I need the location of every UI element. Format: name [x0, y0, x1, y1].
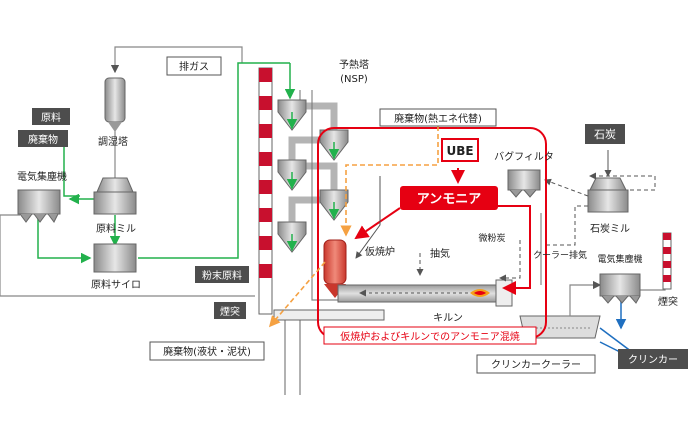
- kiln-hood: [495, 279, 513, 307]
- cofiring-caption: 仮焼炉およびキルンでのアンモニア混焼: [340, 330, 519, 343]
- waste-label: 廃棄物: [28, 133, 58, 146]
- meal-box: [195, 266, 249, 283]
- right-stack-icon: [662, 232, 672, 290]
- raw-silo-icon: [93, 243, 137, 273]
- waste-dashed-lines: [268, 126, 439, 328]
- raw-material-label: 原料: [41, 111, 61, 124]
- coal-box: [585, 124, 625, 144]
- extraction-label: 抽気: [430, 247, 450, 260]
- clinker-box: [618, 349, 688, 369]
- waste-fuel-box: [379, 108, 497, 127]
- waste-liquid-label: 廃棄物(液状・泥状): [163, 345, 251, 358]
- extraction-feed-line: [355, 176, 381, 259]
- exhaust-gas-label: 排ガス: [179, 60, 209, 73]
- clinker-cooler-label: クリンカークーラー: [491, 359, 581, 371]
- waste-box: [18, 130, 68, 147]
- ammonia-label: アンモニア: [417, 192, 481, 207]
- stack-right-label: 煙突: [658, 295, 678, 308]
- exhaust-gas-box: [166, 56, 222, 76]
- raw-material-box: [32, 108, 70, 125]
- green-flow-lines: [37, 62, 296, 264]
- bag-filter-icon: [507, 169, 541, 198]
- clinker-label: クリンカー: [628, 354, 678, 366]
- waste-fuel-label: 廃棄物(熱エネ代替): [394, 112, 482, 125]
- ube-box: [441, 138, 479, 162]
- preheater-abbr-label: (NSP): [340, 74, 368, 85]
- left-esp-icon: [17, 189, 61, 223]
- preheater-label: 予熱塔: [339, 58, 369, 71]
- preheater-tower: [273, 99, 385, 395]
- esp-left-label: 電気集塵機: [17, 170, 67, 183]
- bag-filter-label: バグフィルタ: [494, 150, 554, 163]
- coal-mill-label: 石炭ミル: [590, 223, 630, 235]
- kiln-label: キルン: [433, 313, 463, 324]
- coal-mill-icon: [587, 177, 629, 213]
- stack-left-label: 煙突: [220, 305, 240, 318]
- meal-label: 粉末原料: [202, 269, 242, 282]
- raw-silo-label: 原料サイロ: [91, 278, 141, 291]
- cofiring-caption-box: [323, 326, 537, 345]
- pulverized-coal-label: 微粉炭: [478, 232, 505, 244]
- clinker-cooler-box: [476, 354, 596, 374]
- conditioning-tower: [104, 77, 126, 132]
- conditioning-tower-label: 調湿塔: [98, 135, 128, 148]
- esp-right-label: 電気集塵機: [597, 253, 642, 265]
- coal-system-dashed-lines: [544, 172, 656, 246]
- ammonia-box: [400, 186, 498, 210]
- pulverized-coal-line: [499, 240, 521, 282]
- right-esp-icon: [599, 273, 641, 304]
- waste-liquid-box: [149, 341, 265, 361]
- calciner-label: 仮焼炉: [365, 245, 395, 258]
- raw-mill-icon: [93, 177, 137, 215]
- ube-label: UBE: [446, 144, 473, 158]
- cooler-exhaust-label: クーラー排気: [533, 249, 587, 261]
- kiln-icon: [337, 284, 497, 303]
- coal-label: 石炭: [594, 128, 616, 141]
- stack-left-box: [214, 302, 246, 319]
- ammonia-flow-arrows: [354, 168, 531, 295]
- raw-mill-label: 原料ミル: [96, 222, 136, 235]
- left-stack-icon: [258, 67, 273, 315]
